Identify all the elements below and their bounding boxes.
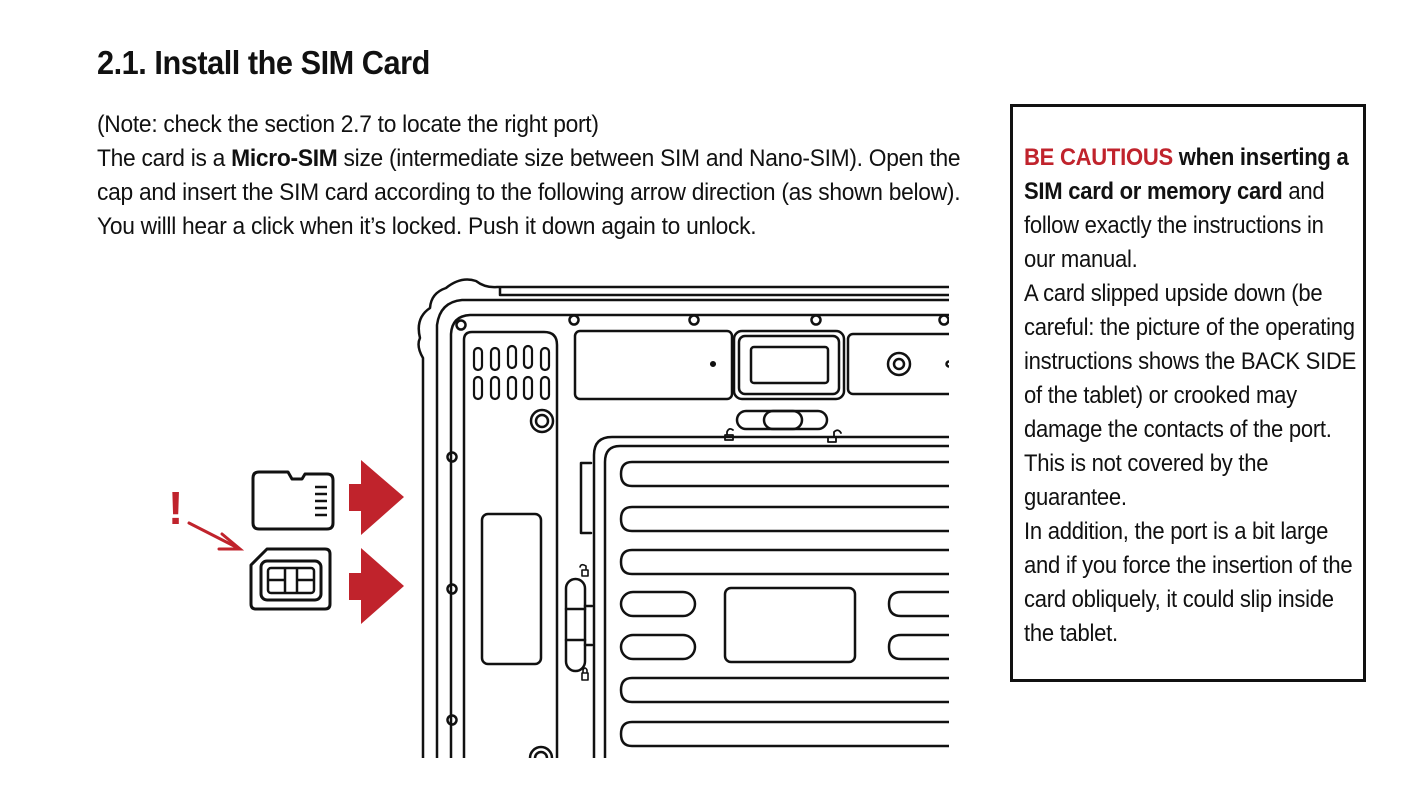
insert-arrow-icon: [349, 548, 404, 624]
tablet-back-icon: [417, 278, 949, 758]
intro-instructions: The card is a Micro-SIM size (intermedia…: [97, 142, 990, 244]
caution-text-1: and follow exactly the instructions in o…: [1024, 178, 1325, 273]
caution-highlight: BE CAUTIOUS: [1024, 144, 1173, 171]
micro-sim-card-icon: [249, 547, 332, 611]
intro-note: (Note: check the section 2.7 to locate t…: [97, 111, 599, 138]
caution-lead: when inserting a SIM card or memory card: [1024, 144, 1349, 205]
sim-install-illustration: !: [168, 278, 949, 758]
caution-text-3: In addition, the port is a bit large and…: [1024, 518, 1353, 647]
caution-text: BE CAUTIOUS when inserting a SIM card or…: [1024, 141, 1357, 651]
insert-arrow-icon: [349, 460, 404, 535]
intro-text-start: The card is a: [97, 145, 232, 172]
warning-exclamation: !: [168, 482, 183, 534]
caution-box: BE CAUTIOUS when inserting a SIM card or…: [1010, 104, 1366, 682]
card-size-term: Micro-SIM: [231, 145, 338, 172]
warning-pointer-arrow: [187, 521, 245, 551]
intro-text: (Note: check the section 2.7 to locate t…: [97, 108, 990, 244]
intro-text-end: size (intermediate size between SIM and …: [97, 145, 961, 240]
section-title: 2.1. Install the SIM Card: [97, 44, 430, 81]
microsd-card-icon: [251, 470, 335, 531]
caution-text-2: A card slipped upside down (be careful: …: [1024, 280, 1357, 511]
